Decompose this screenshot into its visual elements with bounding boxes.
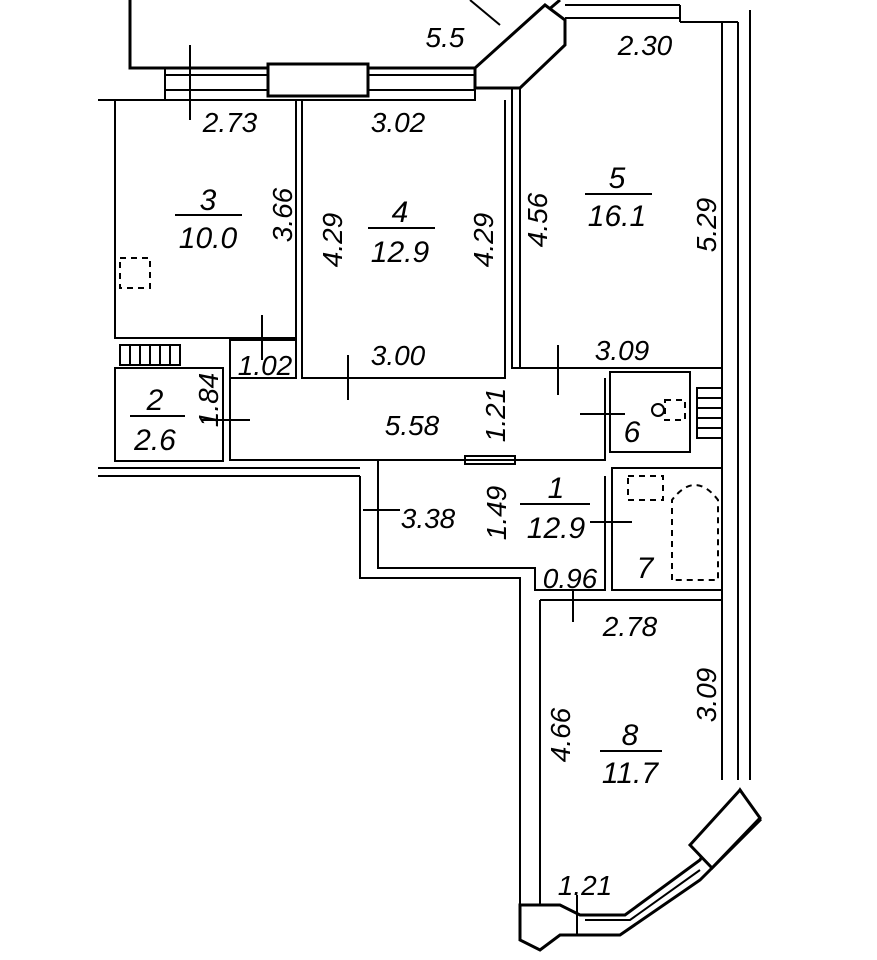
dimension-ticks (189, 45, 632, 935)
dim-loggia-top: 5.5 (426, 22, 465, 53)
room-5 (504, 88, 722, 369)
room-6-number: 6 (624, 416, 641, 449)
room-8-area: 11.7 (602, 757, 659, 790)
dim-room8-bay: 1.21 (558, 870, 613, 901)
room-2-number: 2 (146, 384, 164, 417)
room-8 (518, 599, 762, 952)
dim-balcony-top: 2.30 (617, 30, 673, 61)
room-1-number: 1 (548, 472, 565, 505)
dim-room5-right: 5.29 (691, 198, 722, 253)
dim-room4-left: 4.29 (317, 213, 348, 268)
room-5-area: 16.1 (588, 200, 646, 233)
room-7 (611, 467, 723, 591)
dim-room2-width: 1.02 (238, 350, 293, 381)
room-8-number: 8 (622, 719, 639, 752)
room-7-number: 7 (637, 552, 655, 585)
dim-hall-depth: 1.49 (481, 486, 512, 541)
dim-room5-left: 4.56 (522, 192, 553, 247)
room-4-area: 12.9 (371, 236, 430, 269)
dim-room3-top: 2.73 (202, 107, 258, 138)
room-3-area: 10.0 (179, 222, 238, 255)
room-4-number: 4 (392, 196, 409, 229)
room-2-area: 2.6 (133, 424, 176, 457)
room-6 (609, 371, 723, 453)
room-5-number: 5 (609, 162, 626, 195)
room-3-number: 3 (200, 184, 217, 217)
dim-room4-top: 3.02 (371, 107, 426, 138)
room-1-area: 12.9 (527, 512, 586, 545)
dim-room4-bottom: 3.00 (371, 340, 426, 371)
dim-corridor-width: 1.21 (480, 388, 511, 443)
dim-room8-right: 3.09 (691, 668, 722, 723)
dim-room8-top: 2.78 (602, 611, 658, 642)
room-labels: 3 10.0 4 12.9 5 16.1 2 2.6 6 1 12.9 7 8 … (130, 162, 662, 790)
dimension-labels: 5.5 2.30 2.73 3.02 3.66 4.29 4.29 4.56 5… (193, 22, 722, 901)
dim-corridor-length: 5.58 (385, 410, 440, 441)
dim-room8-left: 4.66 (545, 707, 576, 762)
dim-room2-height: 1.84 (193, 373, 224, 428)
dim-room4-right: 4.29 (468, 213, 499, 268)
dim-room5-bottom: 3.09 (595, 335, 650, 366)
dim-passage-width: 0.96 (543, 563, 598, 594)
dim-room3-side: 3.66 (267, 187, 298, 242)
dim-hall-width: 3.38 (401, 503, 456, 534)
room-1 (359, 460, 606, 930)
